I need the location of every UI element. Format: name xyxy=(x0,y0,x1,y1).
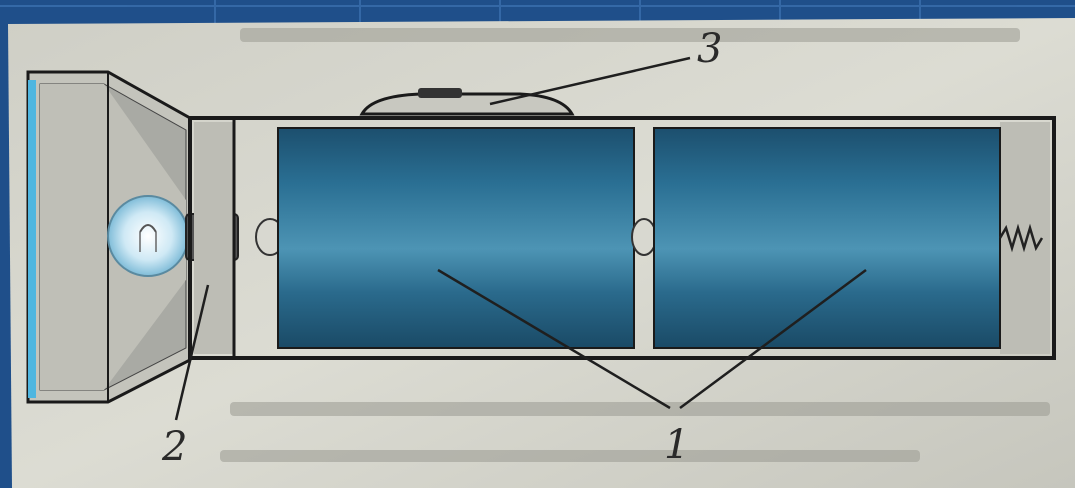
battery-terminal xyxy=(631,218,657,256)
spring xyxy=(998,223,1044,253)
label-batteries: 1 xyxy=(664,422,689,468)
label-switch: 3 xyxy=(697,26,722,72)
label-lamp-contact: 2 xyxy=(161,424,187,470)
battery-left xyxy=(277,127,635,349)
battery-right xyxy=(653,127,1001,349)
switch-button xyxy=(359,88,575,116)
lamp-bulb xyxy=(107,195,189,277)
lens-glass xyxy=(28,80,36,398)
faint-text-lines xyxy=(220,28,1050,462)
leader-lines xyxy=(174,56,867,421)
